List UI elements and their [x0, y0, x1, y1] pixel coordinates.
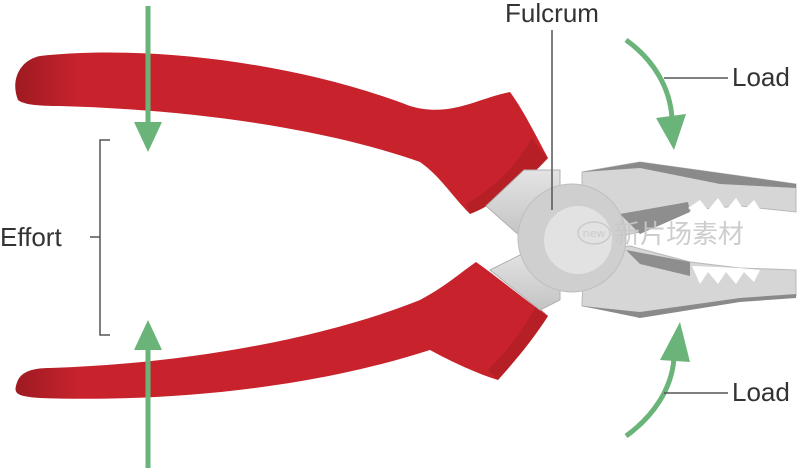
effort-bracket [90, 139, 110, 336]
effort-label: Effort [0, 222, 62, 252]
bottom-handle-grip [15, 262, 549, 399]
watermark-text: 新片场素材 [614, 220, 744, 250]
top-jaw-inner-dark [620, 202, 690, 234]
effort-arrow-down [134, 6, 162, 152]
bottom-jaw-inner-dark [626, 250, 690, 276]
bottom-handle [15, 262, 549, 399]
bottom-jaw-dark-edge [582, 294, 796, 318]
effort-arrow-up [134, 320, 162, 468]
watermark-badge [577, 221, 611, 245]
load-arrow-bottom [624, 322, 690, 439]
top-jaw-teeth [688, 198, 762, 216]
pivot-rivet [517, 183, 627, 293]
load-arrow-top [624, 37, 686, 150]
pivot-inner [544, 206, 612, 274]
fulcrum-label: Fulcrum [505, 0, 599, 28]
top-handle-grip [15, 52, 549, 214]
watermark: new 新片场素材 [577, 220, 744, 250]
top-jaw-dark-edge [582, 162, 796, 188]
bottom-handle-shadow [488, 306, 548, 380]
top-handle [15, 52, 549, 214]
bottom-jaw-teeth [692, 266, 760, 284]
load-top-label: Load [732, 62, 790, 92]
load-bottom-label: Load [732, 377, 790, 407]
top-handle-shadow [466, 138, 548, 214]
watermark-badge-text: new [583, 227, 606, 240]
